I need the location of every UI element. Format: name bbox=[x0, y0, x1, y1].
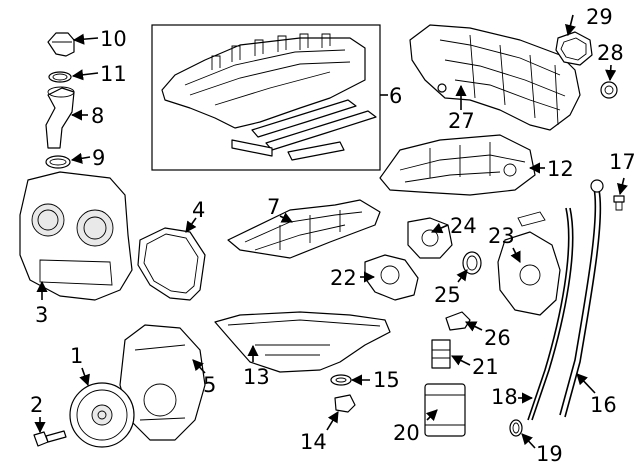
head-gasket-strip-c bbox=[231, 139, 273, 157]
callout-26: 26 bbox=[484, 326, 511, 350]
callout-16: 16 bbox=[590, 393, 617, 417]
callout-6: 6 bbox=[389, 84, 402, 108]
callout-3: 3 bbox=[35, 303, 48, 327]
callout-9: 9 bbox=[92, 146, 105, 170]
callout-14: 14 bbox=[300, 430, 327, 454]
thermostat-housing bbox=[364, 254, 419, 301]
head-gasket-strip-d bbox=[287, 141, 345, 161]
dipstick-handle bbox=[590, 179, 604, 193]
camshaft-carrier bbox=[379, 134, 536, 196]
timing-cover bbox=[19, 171, 133, 301]
timing-cover-group bbox=[19, 171, 133, 301]
callout-18: 18 bbox=[491, 385, 518, 409]
oil-filler-cap bbox=[47, 32, 75, 57]
callout-1: 1 bbox=[70, 344, 83, 368]
head-gasket-strip-a bbox=[251, 99, 357, 138]
dipstick-o-ring bbox=[509, 419, 523, 437]
callout-24: 24 bbox=[450, 214, 477, 238]
camshaft-carrier-group bbox=[379, 134, 536, 196]
oil-filler-tube bbox=[45, 87, 75, 149]
leader-lines bbox=[34, 14, 628, 449]
oil-filter bbox=[424, 383, 466, 437]
cylinder-head-group bbox=[151, 24, 381, 171]
manifold-stud bbox=[437, 83, 447, 93]
callout-15: 15 bbox=[373, 368, 400, 392]
oil-filter-adapter bbox=[407, 217, 453, 259]
callout-20: 20 bbox=[393, 421, 420, 445]
callout-12: 12 bbox=[547, 157, 574, 181]
pulley-bolt-shank bbox=[45, 430, 67, 443]
callout-11: 11 bbox=[100, 62, 127, 86]
callout-13: 13 bbox=[243, 365, 270, 389]
callout-22: 22 bbox=[330, 266, 357, 290]
callout-21: 21 bbox=[472, 355, 499, 379]
oil-pan bbox=[214, 311, 391, 373]
intake-manifold-group bbox=[409, 24, 581, 131]
drain-plug bbox=[334, 394, 356, 413]
filler-o-ring bbox=[48, 71, 72, 83]
dipstick-tube bbox=[559, 187, 597, 416]
callout-4: 4 bbox=[192, 198, 205, 222]
callout-19: 19 bbox=[536, 442, 563, 466]
tube-o-ring bbox=[45, 155, 71, 169]
oil-pan-baffle bbox=[227, 199, 381, 259]
temperature-sensor bbox=[431, 339, 451, 369]
oil-pressure-sensor bbox=[445, 311, 471, 331]
callout-27: 27 bbox=[448, 109, 475, 133]
crank-pulley-group bbox=[69, 382, 135, 448]
callout-8: 8 bbox=[91, 104, 104, 128]
callout-2: 2 bbox=[30, 393, 43, 417]
intake-manifold bbox=[409, 24, 581, 131]
callout-28: 28 bbox=[597, 41, 624, 65]
callout-7: 7 bbox=[267, 195, 280, 219]
bolt-17 bbox=[613, 195, 625, 203]
dipstick bbox=[527, 207, 570, 421]
callout-25: 25 bbox=[434, 283, 461, 307]
callout-23: 23 bbox=[488, 224, 515, 248]
callout-labels: 10 11 8 9 3 4 7 6 27 29 28 12 17 24 23 2… bbox=[30, 5, 636, 466]
callout-17: 17 bbox=[609, 150, 636, 174]
oil-pan-group bbox=[214, 311, 391, 373]
timing-cover-gasket bbox=[137, 227, 206, 301]
cylinder-head bbox=[161, 37, 366, 129]
drain-plug-washer bbox=[330, 374, 352, 386]
pulley-bolt-head bbox=[33, 431, 49, 447]
plug bbox=[600, 81, 618, 99]
callout-10: 10 bbox=[100, 27, 127, 51]
housing-seal bbox=[462, 251, 482, 275]
callout-29: 29 bbox=[586, 5, 613, 29]
callout-5: 5 bbox=[203, 373, 216, 397]
